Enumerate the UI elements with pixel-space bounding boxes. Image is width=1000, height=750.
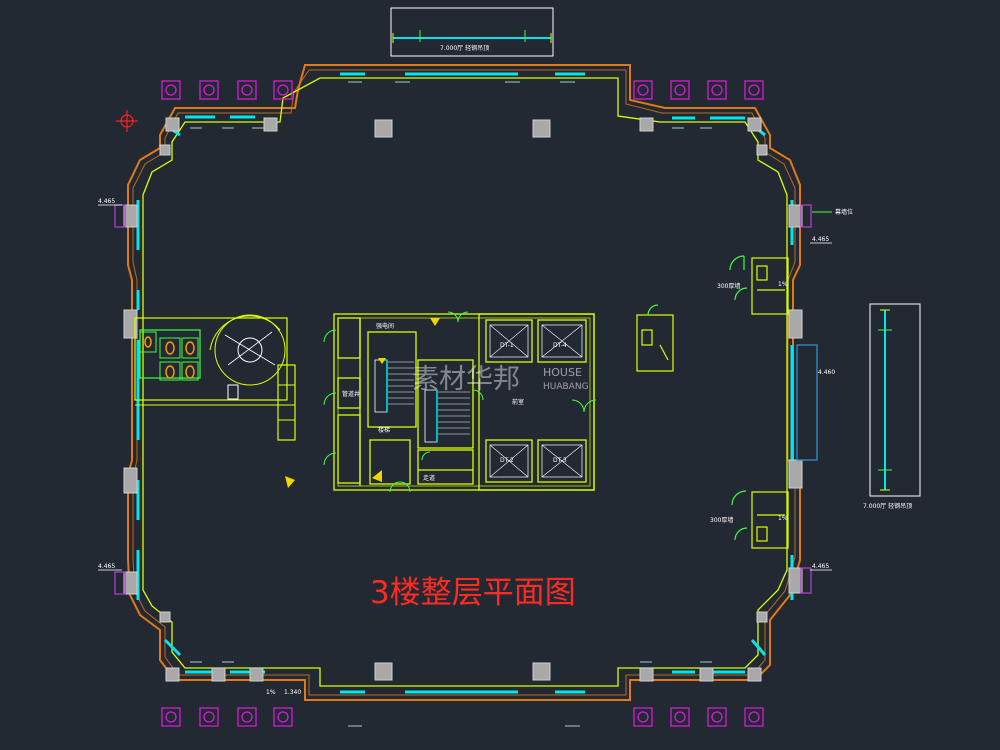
top-legend-box: 7.000厅 轻钢吊顶 (390, 7, 554, 57)
planters-top (161, 80, 764, 100)
room-lobby: 前室 (512, 398, 524, 406)
elevator-dt4: DT-4 (553, 342, 567, 349)
stair-treads (388, 361, 470, 435)
east-lower-unit (731, 490, 789, 549)
watermark-brand-en-2: HUABANG (543, 382, 589, 392)
room-strong: 强电间 (376, 322, 394, 330)
window-tags (190, 81, 712, 727)
columns (123, 117, 803, 682)
side-markers (114, 204, 818, 595)
elevator-dt3: DT-3 (553, 457, 567, 464)
west-washroom (134, 314, 296, 441)
room-stair: 楼梯 (378, 426, 390, 434)
planters-bottom (161, 707, 764, 727)
watermark-brand-cn: 素材华邦 (412, 364, 520, 395)
elevator-dt1: DT-1 (500, 342, 514, 349)
core-doors (323, 311, 597, 493)
east-upper-note: 300厚墙 (717, 282, 740, 290)
room-well: 管道井 (342, 390, 360, 398)
elev-se: 4.465 (812, 563, 829, 570)
top-legend-label: 7.000厅 轻钢吊顶 (440, 44, 489, 52)
direction-arrows (285, 318, 440, 488)
elevator-dt2: DT-2 (500, 457, 514, 464)
central-core (333, 313, 595, 491)
east-shaft (636, 304, 674, 372)
bottom-pct: 1% (266, 689, 276, 696)
facade-inner-line (132, 69, 796, 696)
watermark-brand-en-1: HOUSE (543, 366, 582, 379)
drawing-title: 3楼整层平面图 (370, 575, 576, 611)
facade-outline (127, 64, 801, 701)
east-upper-unit (729, 255, 789, 315)
east-upper-pct: 1% (778, 281, 788, 288)
elev-sw: 4.465 (98, 563, 115, 570)
right-legend-label: 7.000厅 轻钢吊顶 (863, 502, 912, 510)
origin-crosshair-icon (116, 110, 138, 132)
right-legend-box (869, 303, 921, 497)
elev-ne: 4.465 (812, 236, 829, 243)
east-lower-pct: 1% (778, 515, 788, 522)
elev-bottom: 1.340 (284, 689, 301, 696)
elev-nw: 4.465 (98, 198, 115, 205)
east-lower-note: 300厚墙 (710, 516, 733, 524)
east-outer-note: 幕墙位 (835, 208, 853, 216)
elev-east: 4.460 (818, 369, 835, 376)
room-corridor: 走道 (423, 474, 435, 482)
watermark: 素材华邦 HOUSE HUABANG (412, 364, 589, 395)
